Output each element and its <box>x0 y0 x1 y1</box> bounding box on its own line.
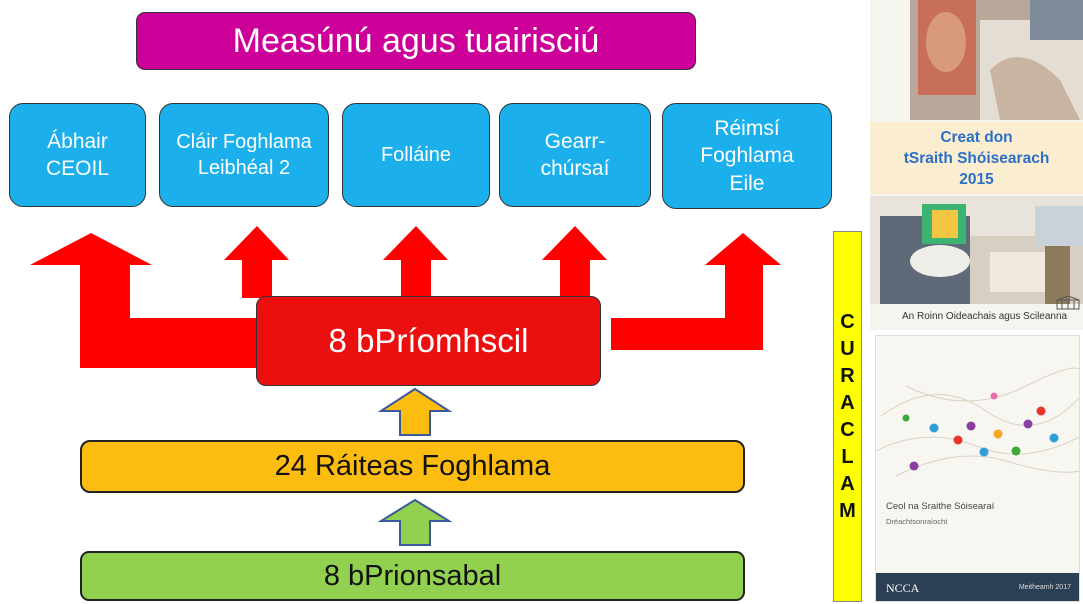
arrow-to-follaine <box>383 226 448 298</box>
key-skills-box: 8 bPríomhscil <box>256 296 601 386</box>
arrow-principles-to-statements <box>377 498 453 546</box>
spec-subtitle: Dréachtsonraíocht <box>886 517 948 526</box>
framework-title: Creat don tSraith Shóisearach 2015 <box>870 122 1083 194</box>
category-abhair-ceoil: Ábhair CEOIL <box>9 103 146 207</box>
assessment-reporting-title: Measúnú agus tuairisciú <box>136 12 696 70</box>
photo-collage-bottom <box>870 196 1083 304</box>
spec-footer: NCCA Meitheamh 2017 <box>876 573 1079 601</box>
department-crest-icon <box>1056 296 1080 310</box>
learning-statements-box: 24 Ráiteas Foghlama <box>80 440 745 493</box>
arrow-to-abhair-ceoil <box>30 233 256 368</box>
ncca-logo: NCCA <box>886 581 920 595</box>
principles-box: 8 bPrionsabal <box>80 551 745 601</box>
curriculum-letter: C <box>840 418 855 441</box>
curriculum-letter: R <box>840 364 855 387</box>
music-specification-cover: Ceol na Sraithe Sóisearaí Dréachtsonraío… <box>875 335 1080 602</box>
framework-document-cover: Creat don tSraith Shóisearach 2015 An Ro… <box>870 0 1083 330</box>
dot-network-graphic <box>876 367 1079 477</box>
department-name: An Roinn Oideachais agus Scileanna <box>870 305 1083 327</box>
arrow-to-reimsi-foghlama <box>611 233 781 350</box>
curriculum-letter: C <box>840 310 855 333</box>
arrow-statements-to-skills <box>377 387 453 436</box>
curriculum-letter: U <box>840 337 855 360</box>
arrow-to-clair-foghlama <box>224 226 289 298</box>
curriculum-letter: A <box>840 472 855 495</box>
curriculum-letter: L <box>841 445 854 468</box>
arrow-to-gearr-chursai <box>542 226 607 298</box>
category-follaine: Folláine <box>342 103 490 207</box>
spec-title: Ceol na Sraithe Sóisearaí <box>886 501 995 512</box>
category-reimsi-foghlama: Réimsí Foghlama Eile <box>662 103 832 209</box>
photo-collage-top <box>910 0 1083 120</box>
curriculum-vertical-label: C U R A C L A M <box>833 231 862 602</box>
spec-date: Meitheamh 2017 <box>1018 584 1071 591</box>
curriculum-letter: M <box>839 499 856 522</box>
category-clair-foghlama: Cláir Foghlama Leibhéal 2 <box>159 103 329 207</box>
category-gearr-chursai: Gearr- chúrsaí <box>499 103 651 207</box>
curriculum-letter: A <box>840 391 855 414</box>
